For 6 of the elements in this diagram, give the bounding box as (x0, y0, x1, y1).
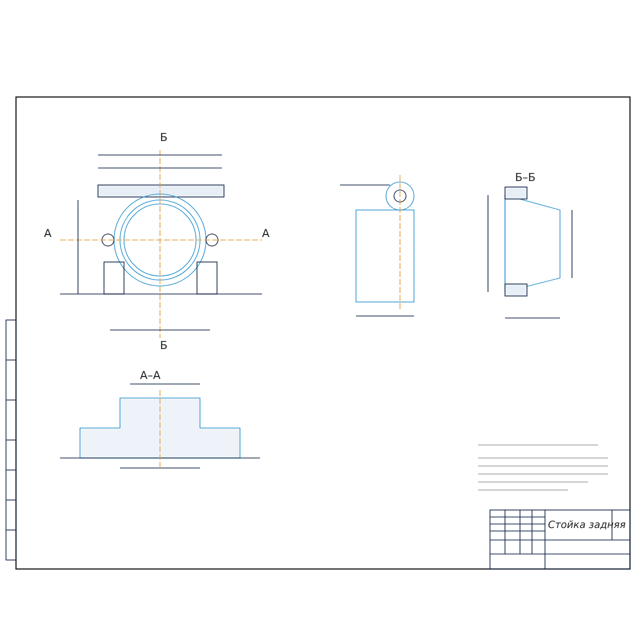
section-letter: А (262, 228, 270, 239)
section-title: Б–Б (515, 172, 536, 183)
section-letter: Б (160, 340, 168, 351)
section-title: А–А (140, 370, 161, 381)
section-letter: А (44, 228, 52, 239)
section-letter: Б (160, 132, 168, 143)
